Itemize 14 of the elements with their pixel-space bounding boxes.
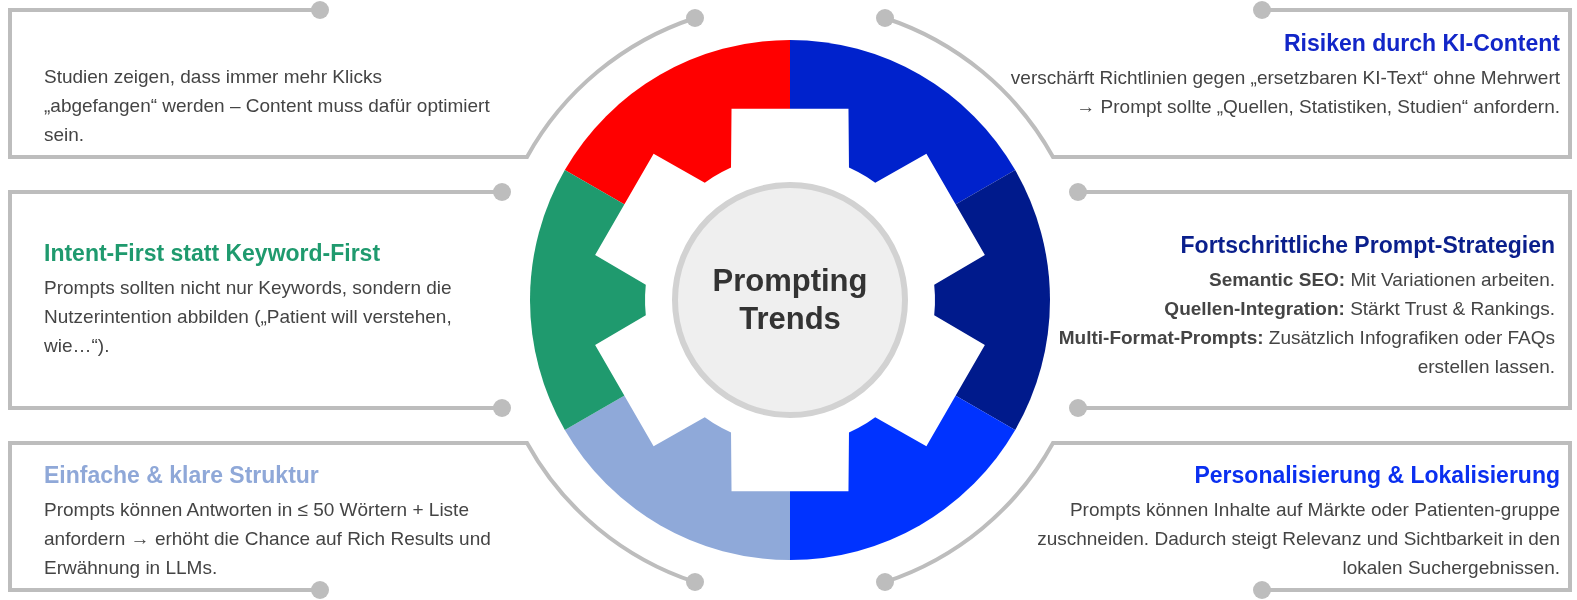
panel-text: Studien zeigen, dass immer mehr Klicks „abgefangen“ werden – Content muss dafür optimiert sein. [44, 65, 491, 147]
panel-text: Prompts können Inhalte auf Märkte oder Patienten-gruppe zuschneiden. Dadurch steigt Relevanz und Sichtbarkeit in den lokalen Suchergebnissen. [1036, 498, 1560, 580]
panel-text: Quellen-Integration: Stärkt Trust & Rankings. [1163, 297, 1555, 321]
panel-text: verschärft Richtlinien gegen „ersetzbaren KI-Text“ ohne Mehrwert → Prompt sollte „Quellen, Statistiken, Studien“ anfordern. [1009, 66, 1560, 119]
panel-text: Prompts können Antworten in ≤ 50 Wörtern + Liste anfordern → erhöht die Chance auf Rich Results und Erwähnung in LLMs. [44, 498, 492, 580]
panel-heading: Intent-First statt Keyword-First [44, 240, 382, 267]
panel-heading: Fortschrittliche Prompt-Strategien [1179, 232, 1555, 259]
panel-text: Multi-Format-Prompts: Zusätzlich Infografiken oder FAQs erstellen lassen. [1057, 326, 1555, 379]
panel-heading: Einfache & klare Struktur [44, 462, 320, 489]
panel-heading: Risiken durch KI-Content [1283, 30, 1560, 57]
panel-text: Semantic SEO: Mit Variationen arbeiten. [1207, 268, 1555, 292]
panel-heading: Personalisierung & Lokalisierung [1193, 462, 1560, 489]
center-title: Prompting Trends [711, 262, 869, 338]
panel-text: Prompts sollten nicht nur Keywords, sondern die Nutzerintention abbilden („Patient will verstehen, wie…“). [44, 276, 453, 358]
